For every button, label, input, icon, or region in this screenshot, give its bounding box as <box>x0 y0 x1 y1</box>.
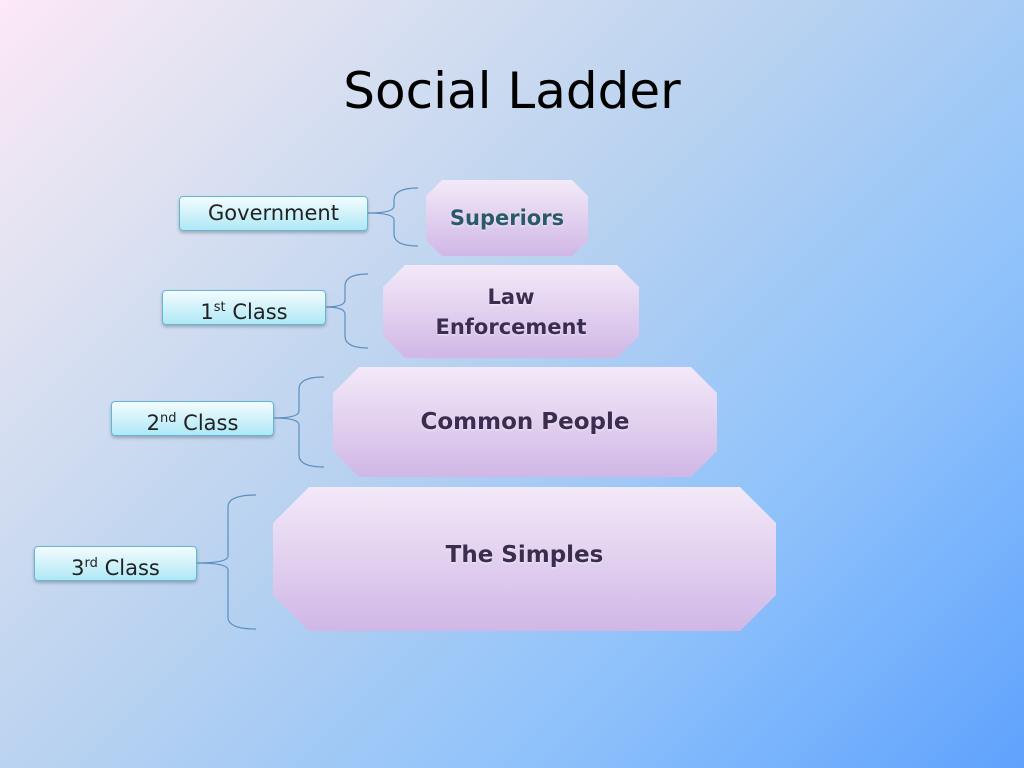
label-2nd-class-suffix: nd <box>159 411 177 426</box>
label-1st-class-word: Class <box>232 300 288 324</box>
tier-law-enforcement-line2: Enforcement <box>435 314 587 339</box>
label-1st-class: 1st Class <box>162 290 326 325</box>
label-3rd-class-number: 3 <box>71 556 85 580</box>
label-3rd-class-suffix: rd <box>84 556 98 571</box>
bracket-2nd-class <box>273 376 325 468</box>
tier-the-simples: The Simples <box>273 487 776 631</box>
tier-common-people: Common People <box>333 367 717 477</box>
label-2nd-class-word: Class <box>183 411 239 435</box>
label-1st-class-suffix: st <box>213 300 226 315</box>
slide-title: Social Ladder <box>343 62 681 120</box>
label-1st-class-number: 1 <box>200 300 214 324</box>
tier-superiors-label: Superiors <box>449 206 565 230</box>
tier-superiors: Superiors <box>426 180 588 256</box>
label-3rd-class: 3rd Class <box>34 546 197 581</box>
label-government: Government <box>179 196 368 231</box>
bracket-1st-class <box>324 273 369 349</box>
tier-law-enforcement: Law Enforcement <box>383 265 639 358</box>
label-2nd-class-number: 2 <box>146 411 160 435</box>
bracket-3rd-class <box>196 494 257 630</box>
label-government-text: Government <box>208 201 339 225</box>
tier-the-simples-label: The Simples <box>445 542 604 568</box>
tier-common-people-label: Common People <box>420 409 630 435</box>
tier-law-enforcement-line1: Law <box>487 284 535 309</box>
bracket-government <box>367 187 419 247</box>
label-2nd-class: 2nd Class <box>111 401 274 436</box>
label-3rd-class-word: Class <box>104 556 160 580</box>
